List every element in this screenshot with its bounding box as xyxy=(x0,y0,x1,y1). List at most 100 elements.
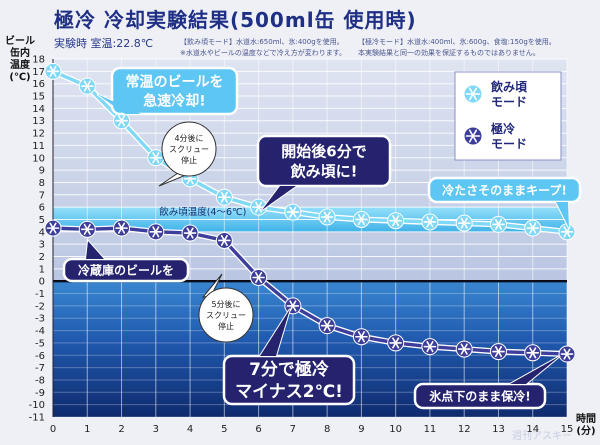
series-line xyxy=(52,69,568,234)
flake-arm xyxy=(323,320,331,332)
y-tick-label: -8 xyxy=(35,375,45,386)
x-tick-label: 14 xyxy=(526,424,539,435)
y-tick-label: 2 xyxy=(39,252,45,263)
flake-arm xyxy=(460,217,468,229)
y-tick-label: 1 xyxy=(39,264,45,275)
note-line: 【飲み頃モード】水道水:650ml、氷:400gを使用。 xyxy=(180,38,344,46)
callout-tail-fill xyxy=(556,202,569,228)
bubble-circle xyxy=(198,287,254,343)
data-point xyxy=(78,77,96,95)
data-point xyxy=(215,231,233,249)
y-tick-label: 14 xyxy=(32,104,45,115)
data-point xyxy=(352,210,370,228)
bubble-circle xyxy=(161,121,217,177)
note-line: 【極冷モード】水道水:400ml、氷:600g、食塩:150gを使用。 xyxy=(358,38,556,46)
bubble-text: 停止 xyxy=(181,155,197,165)
callout-8: 氷点下のまま保冷! xyxy=(413,355,561,410)
flake-arm xyxy=(49,65,57,77)
data-point xyxy=(387,334,405,352)
bubble-text: スクリュー xyxy=(169,145,209,154)
x-tick-label: 4 xyxy=(187,424,193,435)
y-tick-label: -10 xyxy=(29,400,45,411)
callout-text: 開始後6分で xyxy=(281,142,366,160)
data-point xyxy=(318,208,336,226)
flake-arm xyxy=(494,346,503,358)
flake-arm xyxy=(426,341,434,353)
legend-marker xyxy=(463,84,483,104)
y-tick-label: -3 xyxy=(35,314,45,325)
y-tick-label: 9 xyxy=(39,166,45,177)
flake-arm xyxy=(468,129,478,143)
callout-text: 常温のビールを xyxy=(126,74,224,91)
x-tick-label: 13 xyxy=(492,424,505,435)
data-point xyxy=(421,213,439,231)
page-title: 極冷 冷却実験結果(500ml缶 使用時) xyxy=(54,8,417,32)
flake-arm xyxy=(468,87,478,101)
y-tick-label: 15 xyxy=(32,92,45,103)
callout-tail-fill xyxy=(510,356,560,384)
x-tick-label: 1 xyxy=(84,424,90,435)
data-point xyxy=(44,219,62,237)
drink-band-label: 飲み頃温度(4〜6℃) xyxy=(159,206,246,218)
x-tick-label: 5 xyxy=(221,424,227,435)
data-point xyxy=(147,223,165,241)
x-tick-label: 10 xyxy=(389,424,402,435)
flake-arm xyxy=(117,222,126,234)
y-tick-label: 11 xyxy=(32,141,45,152)
bubble-text: 4分後に xyxy=(174,133,203,143)
y-label-line: (℃) xyxy=(9,72,31,83)
y-tick-label: 13 xyxy=(32,116,45,127)
callout-box xyxy=(110,66,239,116)
series-line xyxy=(52,226,568,356)
flake-arm xyxy=(494,218,503,230)
callout-text: 冷蔵庫のビールを xyxy=(78,262,174,277)
data-point xyxy=(44,62,62,80)
data-point xyxy=(250,269,268,287)
x-tick-label: 3 xyxy=(153,424,159,435)
y-label-line: ビール xyxy=(5,36,35,47)
watermark: 週刊アスキー xyxy=(512,431,572,442)
flake-arm xyxy=(220,234,228,247)
flake-arm xyxy=(117,115,126,127)
flake-arm xyxy=(563,226,571,238)
x-tick-label: 11 xyxy=(424,424,437,435)
callout-tail-fill xyxy=(262,186,296,210)
legend-label: 極冷 xyxy=(491,121,515,136)
legend-label: 飲み頃 xyxy=(490,79,528,94)
flake-arm xyxy=(323,211,331,223)
callout-box xyxy=(427,176,582,204)
callout-box xyxy=(62,257,190,283)
data-point xyxy=(147,149,165,167)
callout-tail-fill xyxy=(86,241,104,259)
callout-text: マイナス2℃! xyxy=(235,382,343,402)
flake-arm xyxy=(220,191,228,203)
callout-box xyxy=(256,134,392,188)
y-tick-label: 0 xyxy=(39,277,45,288)
x-tick-label: 6 xyxy=(255,424,261,435)
y-label-line: 缶内 xyxy=(10,48,30,59)
callout-tail-fill xyxy=(260,309,290,356)
flake-arm xyxy=(392,337,400,349)
x-tick-label: 2 xyxy=(118,424,124,435)
x-tick-label: 15 xyxy=(561,424,574,435)
callout-box xyxy=(222,354,356,406)
callout-text: 飲み頃に! xyxy=(290,162,358,180)
y-tick-label: 17 xyxy=(32,67,45,78)
callout-box xyxy=(413,382,547,410)
note-left: 【飲み頃モード】水道水:650ml、氷:400gを使用。 ※水道水やビールの温度… xyxy=(180,37,346,59)
data-point xyxy=(250,198,268,216)
y-tick-label: -4 xyxy=(35,326,45,337)
y-label-line: 温度 xyxy=(10,60,30,71)
legend-marker xyxy=(463,126,483,146)
flake-arm xyxy=(529,222,537,234)
y-tick-label: 7 xyxy=(39,190,45,201)
flake-arm xyxy=(186,227,194,239)
y-tick-label: 18 xyxy=(32,55,45,66)
experiment-conditions: 実験時 室温:22.8℃ xyxy=(54,37,154,50)
flake-arm xyxy=(460,343,468,355)
